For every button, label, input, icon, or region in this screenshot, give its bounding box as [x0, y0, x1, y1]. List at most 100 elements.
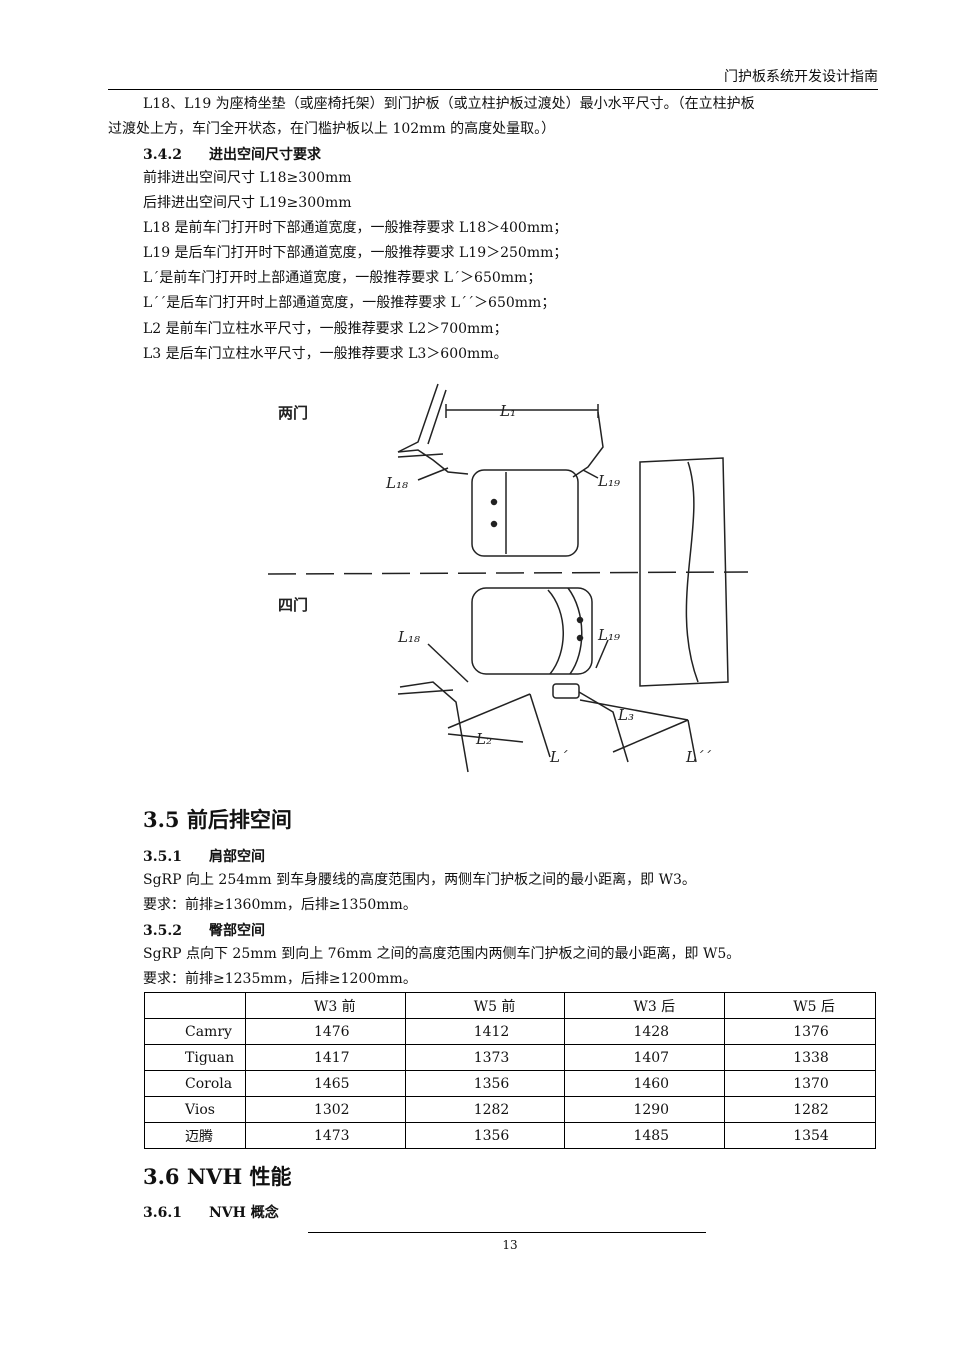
front-pillar-top-inner: [427, 389, 447, 445]
table-cell: 1412: [404, 1018, 566, 1045]
req-line-1: 前排进出空间尺寸 L18≥300mm: [143, 170, 352, 186]
req-line-5: L´是前车门打开时上部通道宽度，一般推荐要求 L´＞650mm；: [143, 270, 542, 286]
req-line-7: L2 是前车门立柱水平尺寸，一般推荐要求 L2＞700mm；: [143, 321, 508, 337]
two-door-label: 两门: [278, 404, 308, 422]
running-header: 门护板系统开发设计指南: [724, 69, 878, 85]
table-cell: 1354: [724, 1122, 876, 1149]
l3-dimension-line: [579, 699, 689, 721]
seat-top: [471, 469, 579, 557]
seat-bottom-curve-1: [547, 589, 564, 675]
table-cell: 1407: [564, 1044, 726, 1071]
door-entry-space-diagram: 两门 四门 L₁ L₁₈ L₁₉ L₁₈ L₁₉ L₂ L₃ L´ L´´: [268, 383, 749, 773]
four-door-label: 四门: [278, 596, 308, 614]
front-door-bottom: [399, 681, 469, 773]
table-cell: 1370: [724, 1070, 876, 1097]
section-title: 肩部空间: [209, 849, 265, 865]
section-number: 3.6.1: [143, 1205, 182, 1221]
centerline: [268, 571, 749, 575]
table-header-row: W3 前 W5 前 W3 后 W5 后: [144, 992, 876, 1019]
rear-seat-panel: [639, 457, 729, 687]
seat-bottom-curve-2: [567, 587, 583, 675]
l19-bottom-label: L₁₉: [597, 626, 620, 644]
section-3-5-2-heading: 3.5.2 臀部空间: [143, 920, 265, 940]
table-cell: 1302: [244, 1096, 406, 1123]
seat-bottom-dot-1: [576, 616, 584, 624]
req-line-8: L3 是后车门立柱水平尺寸，一般推荐要求 L3＞600mm。: [143, 346, 508, 362]
table-cell: 1428: [564, 1018, 726, 1045]
table-cell: 1338: [724, 1044, 876, 1071]
shoulder-space-desc: SgRP 向上 254mm 到车身腰线的高度范围内，两侧车门护板之间的最小距离，…: [143, 872, 696, 888]
footer-rule: [308, 1232, 706, 1233]
seat-top-dot-1: [490, 498, 498, 506]
table-header-cell: W3 前: [244, 992, 406, 1019]
l18-bottom-label: L₁₈: [397, 628, 420, 646]
rear-pillar-top: [572, 411, 604, 478]
section-title: 臀部空间: [209, 923, 265, 939]
section-number: 3.4.2: [143, 147, 182, 163]
page-number: 13: [502, 1238, 518, 1252]
table-cell: Corola: [144, 1070, 246, 1097]
intro-line-1: L18、L19 为座椅坐垫（或座椅托架）到门护板（或立柱护板过渡处）最小水平尺寸…: [143, 96, 755, 112]
shoulder-space-req: 要求：前排≥1360mm，后排≥1350mm。: [143, 897, 417, 913]
hip-space-req: 要求：前排≥1235mm，后排≥1200mm。: [143, 971, 417, 987]
req-line-3: L18 是前车门打开时下部通道宽度，一般推荐要求 L18＞400mm；: [143, 220, 568, 236]
section-number: 3.5.2: [143, 923, 182, 939]
table-cell: 1373: [404, 1044, 566, 1071]
l2-label: L₂: [475, 730, 492, 748]
l3-label: L₃: [617, 706, 634, 724]
table-cell: Tiguan: [144, 1044, 246, 1071]
rear-door-bottom: [578, 691, 629, 763]
table-cell: 1356: [404, 1122, 566, 1149]
sill-line-top: [397, 453, 444, 458]
req-line-2: 后排进出空间尺寸 L19≥300mm: [143, 195, 352, 211]
header-rule: [108, 89, 878, 90]
req-line-4: L19 是后车门打开时下部通道宽度，一般推荐要求 L19＞250mm；: [143, 245, 568, 261]
table-cell: 迈腾: [144, 1122, 246, 1149]
table-cell: 1476: [244, 1018, 406, 1045]
table-cell: 1376: [724, 1018, 876, 1045]
table-cell: 1356: [404, 1070, 566, 1097]
section-3-4-2-heading: 3.4.2 进出空间尺寸要求: [143, 144, 321, 164]
table-cell: Camry: [144, 1018, 246, 1045]
l18-bottom-leader: [427, 643, 469, 683]
lp-dimension-line: [447, 693, 531, 729]
table-row: Camry 1476 1412 1428 1376: [144, 1018, 876, 1045]
intro-line-2: 过渡处上方，车门全开状态，在门槛护板以上 102mm 的高度处量取。）: [108, 121, 556, 137]
lp-leader: [529, 693, 551, 758]
sill-line-bottom: [397, 689, 454, 695]
section-3-6-heading: 3.6 NVH 性能: [143, 1164, 292, 1189]
seat-top-dot-2: [490, 520, 498, 528]
table-cell: 1417: [244, 1044, 406, 1071]
l18-top-leader: [417, 467, 449, 481]
section-3-5-heading: 3.5 前后排空间: [143, 807, 292, 832]
section-number: 3.5.1: [143, 849, 182, 865]
table-row: Corola 1465 1356 1460 1370: [144, 1070, 876, 1097]
space-comparison-table: W3 前 W5 前 W3 后 W5 后 Camry 1476 1412 1428…: [144, 992, 876, 1149]
table-header-cell: W5 前: [404, 992, 566, 1019]
table-cell: 1282: [404, 1096, 566, 1123]
section-3-5-1-heading: 3.5.1 肩部空间: [143, 846, 265, 866]
b-pillar-block: [552, 683, 580, 699]
l19-top-leader: [582, 469, 599, 479]
table-cell: 1465: [244, 1070, 406, 1097]
rear-seat-curve: [685, 461, 699, 683]
l2-dimension-line: [447, 733, 524, 743]
l1-label: L₁: [499, 402, 516, 420]
seat-bottom: [471, 587, 593, 675]
l18-top-label: L₁₈: [385, 474, 408, 492]
lpp-dimension-line: [612, 719, 689, 753]
table-cell: 1473: [244, 1122, 406, 1149]
lpp-label: L´´: [685, 748, 711, 766]
table-cell: Vios: [144, 1096, 246, 1123]
front-door-sill-top: [397, 449, 469, 475]
section-title: 进出空间尺寸要求: [209, 147, 321, 163]
table-cell: 1460: [564, 1070, 726, 1097]
table-header-cell: W5 后: [724, 992, 876, 1019]
hip-space-desc: SgRP 点向下 25mm 到向上 76mm 之间的高度范围内两侧车门护板之间的…: [143, 946, 741, 962]
lpp-leader: [687, 719, 697, 763]
table-cell: 1485: [564, 1122, 726, 1149]
table-header-cell: [144, 992, 246, 1019]
table-cell: 1290: [564, 1096, 726, 1123]
l19-bottom-leader: [595, 639, 609, 669]
